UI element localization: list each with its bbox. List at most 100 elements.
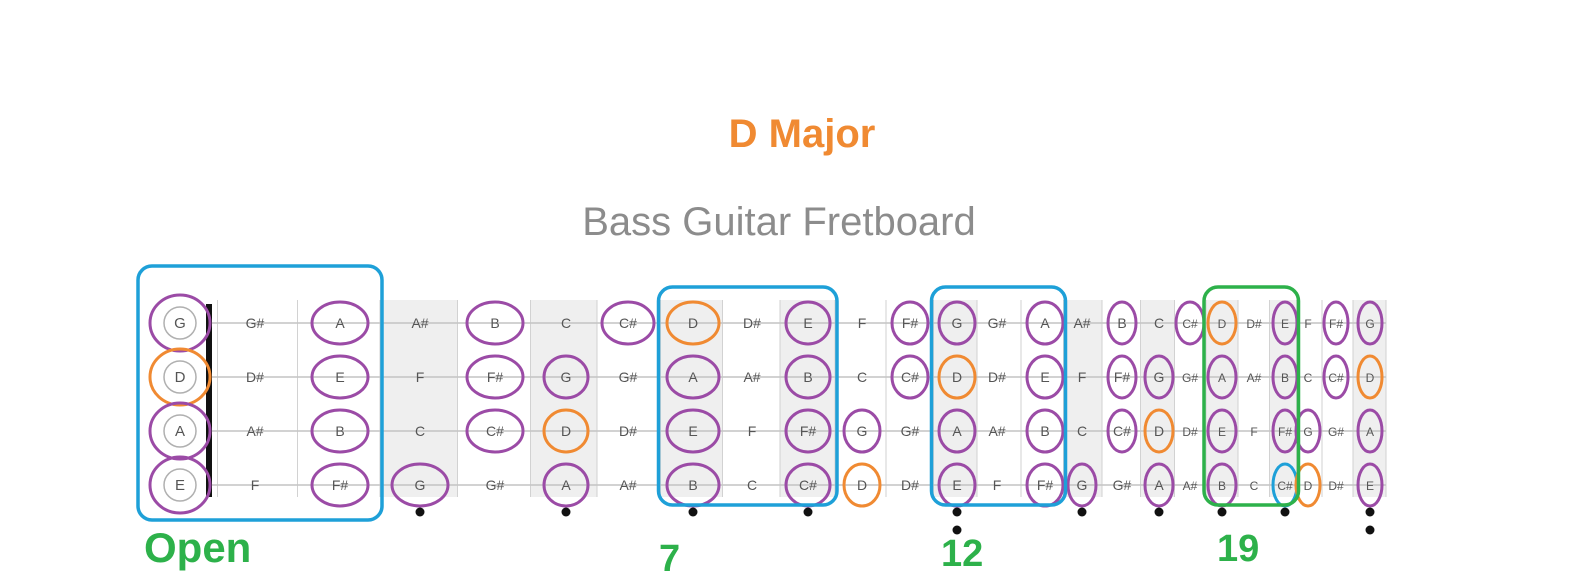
note-label: A <box>1218 371 1226 385</box>
note-label: E <box>952 477 961 493</box>
note-label: B <box>803 369 812 385</box>
note-label: F <box>993 477 1002 493</box>
scale-note-circle <box>937 300 977 346</box>
note-label: D# <box>988 369 1006 385</box>
note-label: G# <box>1182 371 1198 385</box>
note-label: C <box>1077 423 1087 439</box>
root-note-circle <box>1143 408 1175 454</box>
root-note-circle <box>1356 354 1384 400</box>
note-label: B <box>1117 315 1126 331</box>
note-label: C <box>1154 315 1164 331</box>
scale-note-circle <box>1206 408 1238 454</box>
scale-note-circle <box>1356 462 1384 508</box>
note-label: F <box>251 477 260 493</box>
scale-note-circle <box>784 300 832 346</box>
scale-note-circle <box>1025 408 1065 454</box>
note-label: F# <box>800 423 817 439</box>
chart-title: D Major <box>728 112 876 156</box>
note-label: A# <box>619 477 636 493</box>
note-label: D# <box>619 423 637 439</box>
note-label: F# <box>487 369 504 385</box>
scale-note-circle <box>1143 462 1175 508</box>
note-label: F <box>1078 369 1087 385</box>
note-label: F <box>1250 425 1257 439</box>
scale-note-circle <box>665 354 721 400</box>
note-label: D <box>857 477 867 493</box>
note-label: A# <box>246 423 263 439</box>
scale-note-circle <box>1143 354 1175 400</box>
note-label: G <box>174 315 186 332</box>
note-label: G# <box>619 369 638 385</box>
scale-note-circle <box>465 408 525 454</box>
scale-note-circle <box>310 354 370 400</box>
note-label: C# <box>1113 423 1131 439</box>
fret-19-label: 19 <box>1217 528 1260 570</box>
note-label: A <box>561 477 571 493</box>
scale-note-circle <box>1106 300 1138 346</box>
note-label: A <box>1040 315 1050 331</box>
note-label: G <box>1303 425 1312 439</box>
note-label: A <box>688 369 698 385</box>
note-label: G <box>952 315 963 331</box>
fret-marker-dot <box>415 507 425 517</box>
note-label: C <box>561 315 571 331</box>
note-label: G# <box>901 423 920 439</box>
scale-note-circle <box>148 455 212 515</box>
scale-note-circle <box>542 462 590 508</box>
scale-note-circle <box>665 408 721 454</box>
note-label: D# <box>901 477 919 493</box>
note-label: F# <box>902 315 919 331</box>
root-note-circle <box>842 462 882 508</box>
scale-note-circle <box>784 408 832 454</box>
scale-note-circle <box>1322 354 1350 400</box>
position-box <box>656 285 839 507</box>
open-string-ring <box>163 360 197 394</box>
scale-note-circle <box>1206 354 1238 400</box>
scale-note-circle <box>600 300 656 346</box>
note-label: C# <box>619 315 637 331</box>
note-label: F# <box>1278 425 1292 439</box>
nut <box>206 304 212 497</box>
note-label: C <box>857 369 867 385</box>
note-label: C# <box>1328 371 1344 385</box>
note-label: G <box>1077 477 1088 493</box>
note-label: G <box>1365 317 1374 331</box>
note-label: G# <box>486 477 505 493</box>
root-note-circle <box>1294 462 1322 508</box>
note-label: F# <box>1037 477 1054 493</box>
note-label: B <box>688 477 697 493</box>
note-label: D <box>175 369 186 386</box>
position-box <box>929 285 1068 507</box>
note-label: D <box>1366 371 1375 385</box>
open-string-ring <box>163 306 197 340</box>
scale-note-circle <box>1025 354 1065 400</box>
scale-note-circle <box>310 462 370 508</box>
note-label: C <box>1304 371 1313 385</box>
note-label: G <box>1154 369 1165 385</box>
fret-marker-dot <box>688 507 698 517</box>
note-label: G# <box>1113 477 1132 493</box>
scale-note-circle <box>1294 408 1322 454</box>
note-label: A# <box>1073 315 1090 331</box>
scale-note-circle <box>1106 408 1138 454</box>
note-label: F# <box>1114 369 1131 385</box>
note-label: D <box>1218 317 1227 331</box>
note-label: C <box>415 423 425 439</box>
note-label: G# <box>988 315 1007 331</box>
note-label: G <box>415 477 426 493</box>
note-label: E <box>1281 317 1289 331</box>
position-box <box>136 264 384 522</box>
note-label: A# <box>988 423 1005 439</box>
scale-note-circle <box>842 408 882 454</box>
scale-note-circle <box>1025 300 1065 346</box>
scale-note-circle <box>784 354 832 400</box>
scale-note-circle <box>1356 408 1384 454</box>
scale-note-circle <box>1106 354 1138 400</box>
scale-note-circle <box>148 401 212 461</box>
fret-marker-dot <box>952 507 962 517</box>
scale-note-circle <box>465 354 525 400</box>
note-label: F <box>748 423 757 439</box>
note-label: D# <box>1328 479 1344 493</box>
fret-marker-dot <box>1154 507 1164 517</box>
scale-note-circle <box>1066 462 1098 508</box>
